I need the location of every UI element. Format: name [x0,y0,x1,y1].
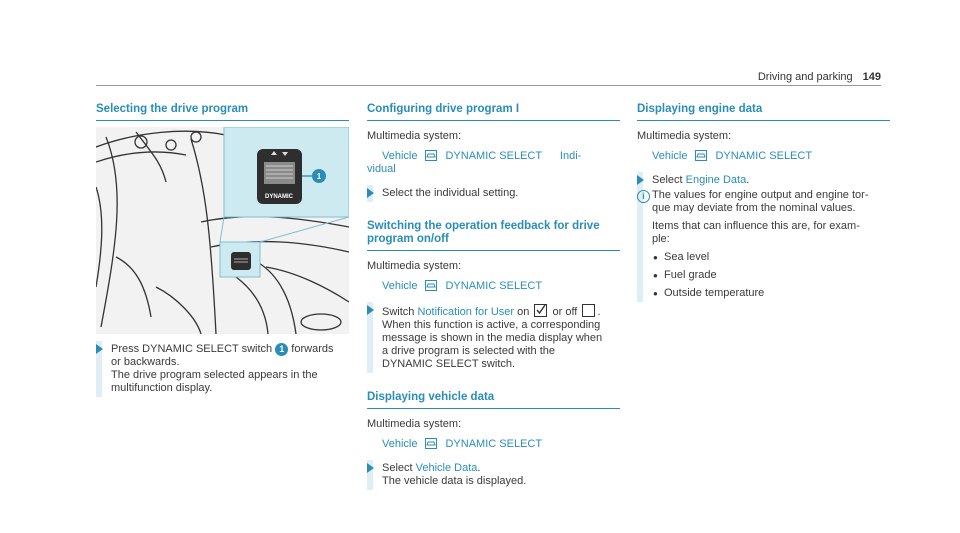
bullet-list: Sea level Fuel grade Outside temperature [652,251,890,300]
section-title: Configuring drive program I [367,103,520,115]
section-title: Selecting the drive program [96,103,249,115]
info-text: ple: [652,233,670,245]
section-rule [367,408,620,409]
notification-link[interactable]: Notification for User [417,306,515,318]
car-icon [695,150,708,163]
path-dynamic-select: DYNAMIC SELECT [445,438,543,450]
section-rule [367,250,620,251]
step-text: The vehicle data is displayed. [382,475,527,487]
path-dynamic-select: DYNAMIC SELECT [445,280,543,292]
instruction-step: Select Engine Data. i The values for eng… [637,172,890,302]
step-arrow-icon [637,175,644,185]
step-text: or off [552,306,578,318]
step-text: When this function is active, a correspo… [382,319,601,331]
step-text: message is shown in the media display wh… [382,332,603,344]
info-icon: i [637,190,650,203]
checkbox-empty-icon [582,304,596,317]
list-item: Sea level [652,251,890,264]
console-drawing: DYNAMIC 1 [96,127,349,334]
section-title-cont: program on/off [367,233,449,245]
section-2: Switching the operation feedback for dri… [367,220,620,373]
step-arrow-icon [367,305,374,315]
step-text: The drive program selected appears in th… [111,369,318,381]
page-number: 149 [862,71,881,83]
step-text: multifunction display. [111,382,213,394]
step-text: Select [382,462,413,474]
step-text: a drive program is selected with the [382,345,556,357]
path-vehicle: Vehicle [382,150,418,162]
engine-data-link[interactable]: Engine Data [685,174,747,186]
list-item: Fuel grade [652,269,890,282]
menu-path: Vehicle DYNAMIC SELECT [652,150,890,163]
header-divider [96,85,881,86]
system-label: Multimedia system: [367,418,462,430]
step-text: Press DYNAMIC SELECT switch [111,343,273,355]
system-label: Multimedia system: [367,260,462,272]
col1-step: Press DYNAMIC SELECT switch 1 forwards o… [96,341,356,397]
path-dynamic-select: DYNAMIC SELECT [445,150,542,162]
instruction-step: Switch Notification for User on or off .… [367,302,620,373]
column-3: Displaying engine data Multimedia system… [637,103,890,302]
console-illustration: DYNAMIC 1 [96,127,349,334]
info-text: The values for engine output and engine … [652,189,869,201]
info-text: que may deviate from the nominal values. [652,202,856,214]
column-1: Selecting the drive program [96,103,349,130]
system-label: Multimedia system: [367,130,462,142]
section-3: Displaying vehicle data Multimedia syste… [367,391,620,490]
vehicle-data-link[interactable]: Vehicle Data [415,462,478,474]
system-label: Multimedia system: [637,130,732,142]
column-2: Configuring drive program I Multimedia s… [367,103,620,490]
menu-path: Vehicle DYNAMIC SELECT [382,280,620,293]
dynamic-button-label: DYNAMIC [265,194,294,200]
info-text: Items that can influence this are, for e… [652,220,860,232]
section-title: Switching the operation feedback for dri… [367,220,600,232]
step-text: Select [652,174,683,186]
section-rule [637,120,890,121]
step-arrow-icon [367,463,374,473]
list-item: Outside temperature [652,287,890,300]
path-dynamic-select: DYNAMIC SELECT [715,150,813,162]
section-title: Displaying engine data [637,103,763,115]
info-note: i The values for engine output and engin… [637,189,890,300]
step-text: on [517,306,530,318]
header-section: Driving and parking [757,71,853,83]
section-rule [96,120,349,121]
checkbox-checked-icon [534,304,548,317]
path-vehicle: Vehicle [382,280,418,292]
instruction-step: Select the individual setting. [367,185,620,202]
step-bar [96,341,102,397]
step-text: forwards [291,343,334,355]
instruction-step: Press DYNAMIC SELECT switch 1 forwards o… [96,341,356,397]
path-individual-cont: vidual [367,163,396,175]
instruction-step: Select Vehicle Data. The vehicle data is… [367,460,620,490]
page-header: Driving and parking 149 [758,71,881,83]
car-icon [425,280,438,293]
step-text: DYNAMIC SELECT switch. [382,358,516,370]
menu-path: Vehicle DYNAMIC SELECT [382,438,620,451]
step-text: or backwards. [111,356,180,368]
section-rule [367,120,620,121]
path-individual: Indi- [559,150,582,162]
step-text: Select the individual setting. [382,187,519,199]
step-arrow-icon [367,188,374,198]
menu-path: Vehicle DYNAMIC SELECT Indi- [382,150,620,163]
path-vehicle: Vehicle [382,438,418,450]
section-title: Displaying vehicle data [367,391,495,403]
step-text: Switch [382,306,415,318]
step-arrow-icon [96,344,103,354]
callout-1-icon: 1 [275,343,289,356]
car-icon [425,438,438,451]
car-icon [425,150,438,163]
path-vehicle: Vehicle [652,150,688,162]
callout-1-label: 1 [317,172,322,181]
